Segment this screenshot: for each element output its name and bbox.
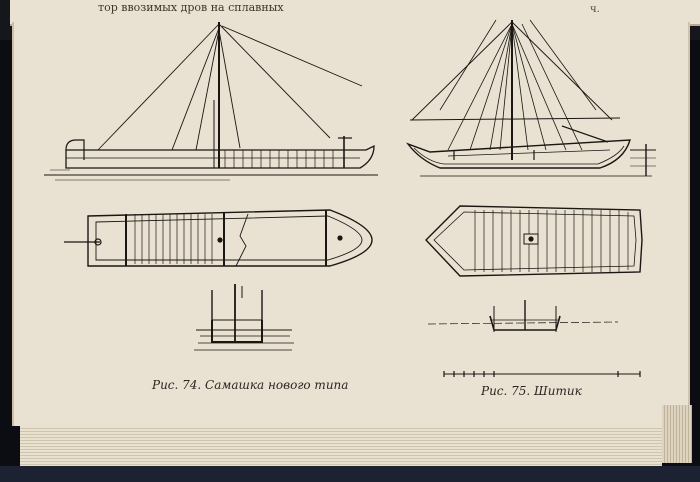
page-edges-right [662, 405, 692, 463]
fig75-section-view [427, 300, 619, 332]
fig75-side-view [406, 19, 656, 177]
figure-74-caption: Рис. 74. Самашка нового типа [152, 378, 349, 392]
scale-bar [443, 371, 641, 377]
previous-page-text: тор ввозимых дров на сплавных [98, 1, 284, 14]
book-cover-bottom [0, 466, 700, 482]
previous-page-text-right: ч. [590, 4, 600, 15]
fig74-section-view [194, 284, 294, 351]
fig74-side-view [44, 22, 378, 181]
fig74-plan-view [64, 209, 373, 267]
fig75-plan-view [425, 205, 643, 277]
figure-75-caption: Рис. 75. Шитик [481, 384, 582, 398]
page-edges-bottom [20, 426, 662, 468]
